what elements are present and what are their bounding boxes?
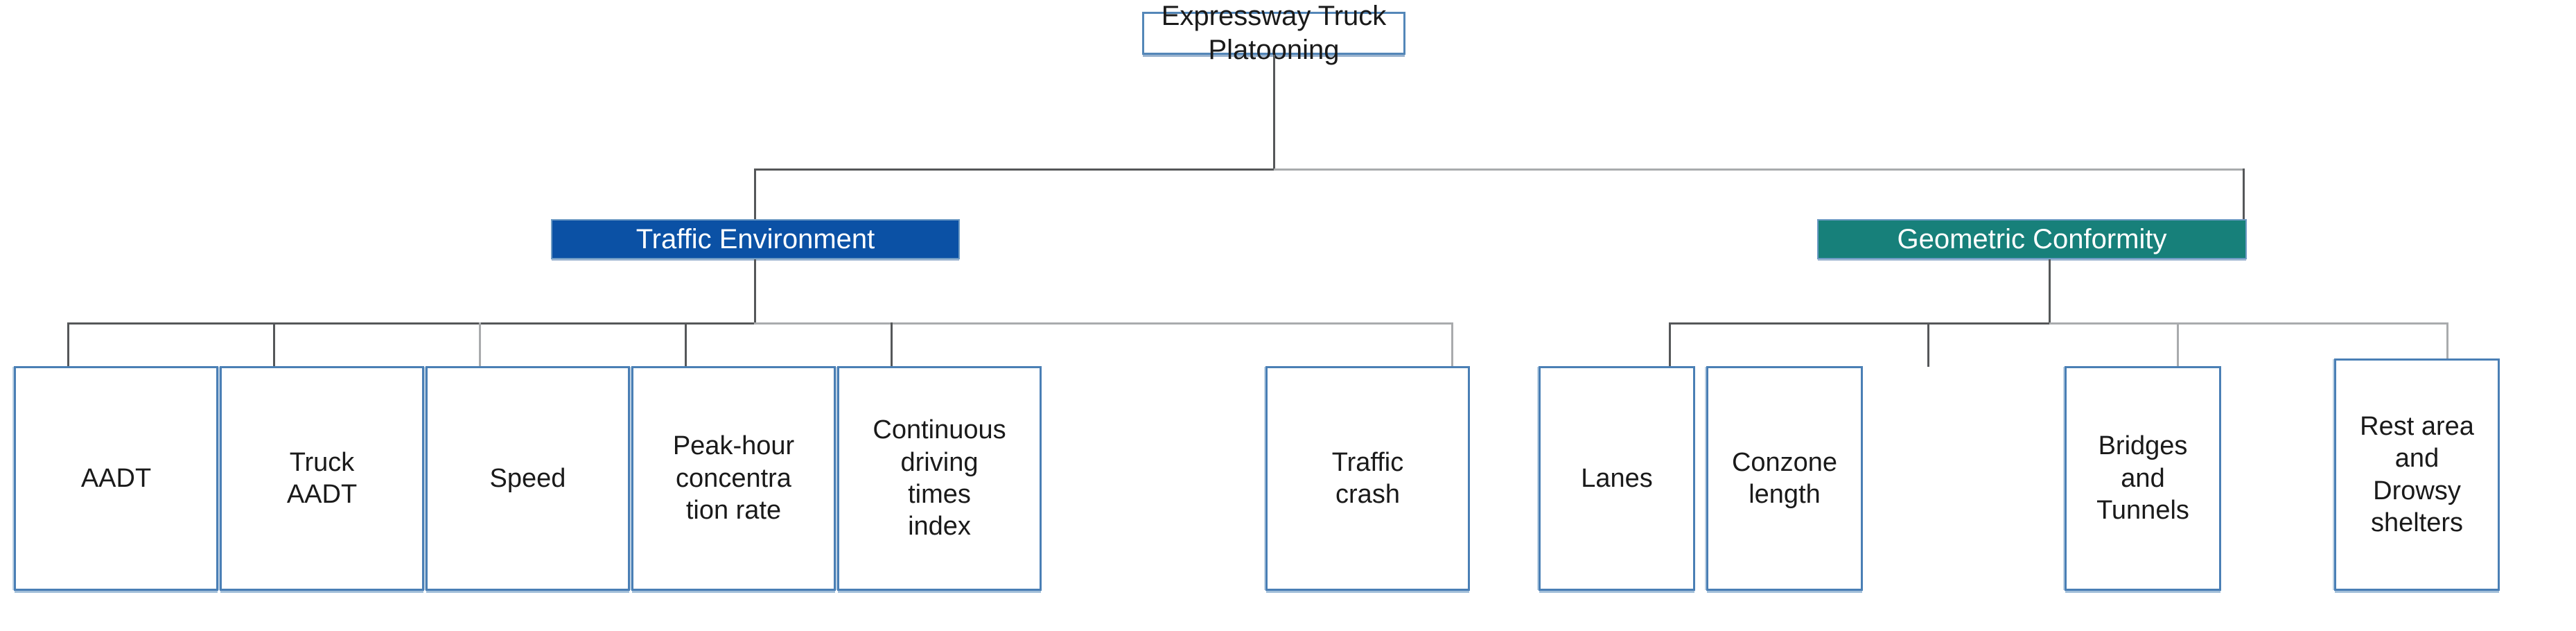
connector-drop-rest-area — [2446, 322, 2448, 367]
connector-stem-geometric-conformity — [2049, 259, 2051, 324]
leaf-label-aadt: AADT — [80, 463, 152, 493]
connector-level2-bus-right-a — [1669, 322, 2051, 325]
leaf-node-aadt[interactable]: AADT — [14, 366, 218, 591]
category-label-geometric-conformity: Geometric Conformity — [1897, 223, 2167, 254]
leaf-node-continuous-driving-times-index[interactable]: Continuous driving times index — [837, 366, 1042, 591]
leaf-node-bridges-and-tunnels[interactable]: Bridges and Tunnels — [2065, 366, 2221, 591]
connector-level1-bus-right — [1274, 168, 2244, 171]
connector-level2-bus-left-b — [754, 322, 1453, 325]
leaf-node-peak-hour-concentration-rate[interactable]: Peak-hour concentra tion rate — [631, 366, 836, 591]
connector-drop-aadt — [67, 322, 69, 367]
connector-drop-traffic-crash — [1451, 322, 1453, 367]
leaf-label-rest-area-and-drowsy-shelters: Rest area and Drowsy shelters — [2360, 411, 2474, 537]
category-node-geometric-conformity[interactable]: Geometric Conformity — [1817, 219, 2247, 259]
category-node-traffic-environment[interactable]: Traffic Environment — [551, 219, 960, 259]
connector-drop-bridges-and-tunnels — [2177, 322, 2179, 367]
leaf-label-conzone-length: Conzone length — [1731, 447, 1838, 509]
connector-level2-bus-left-a — [67, 322, 755, 325]
connector-drop-conzone-length — [1927, 322, 1929, 367]
connector-level1-bus-left — [754, 168, 1275, 171]
leaf-label-speed: Speed — [489, 463, 566, 493]
leaf-node-truck-aadt[interactable]: Truck AADT — [220, 366, 424, 591]
connector-drop-traffic-environment — [754, 168, 756, 221]
leaf-label-bridges-and-tunnels: Bridges and Tunnels — [2096, 431, 2189, 526]
leaf-label-traffic-crash: Traffic crash — [1331, 447, 1404, 509]
leaf-label-truck-aadt: Truck AADT — [286, 447, 358, 509]
connector-drop-peak-hour — [685, 322, 687, 367]
connector-drop-lanes — [1669, 322, 1671, 367]
connector-stem-traffic-environment — [754, 259, 756, 324]
leaf-node-lanes[interactable]: Lanes — [1539, 366, 1695, 591]
leaf-node-speed[interactable]: Speed — [426, 366, 630, 591]
category-label-traffic-environment: Traffic Environment — [636, 223, 875, 254]
connector-drop-speed — [479, 322, 481, 367]
leaf-node-conzone-length[interactable]: Conzone length — [1706, 366, 1863, 591]
leaf-label-continuous-driving-times-index: Continuous driving times index — [873, 415, 1006, 542]
connector-drop-continuous-driving — [891, 322, 893, 367]
root-node-label: Expressway Truck Platooning — [1161, 1, 1387, 65]
connector-root-stem — [1273, 55, 1275, 169]
connector-drop-geometric-conformity — [2243, 168, 2245, 221]
connector-drop-truck-aadt — [273, 322, 275, 367]
leaf-label-lanes: Lanes — [1581, 463, 1653, 493]
connector-level2-bus-right-b — [2049, 322, 2448, 325]
leaf-node-traffic-crash[interactable]: Traffic crash — [1265, 366, 1470, 591]
root-node-expressway-truck-platooning[interactable]: Expressway Truck Platooning — [1142, 1, 1405, 65]
leaf-label-peak-hour-concentration-rate: Peak-hour concentra tion rate — [672, 431, 795, 526]
leaf-node-rest-area-and-drowsy-shelters[interactable]: Rest area and Drowsy shelters — [2334, 358, 2500, 591]
